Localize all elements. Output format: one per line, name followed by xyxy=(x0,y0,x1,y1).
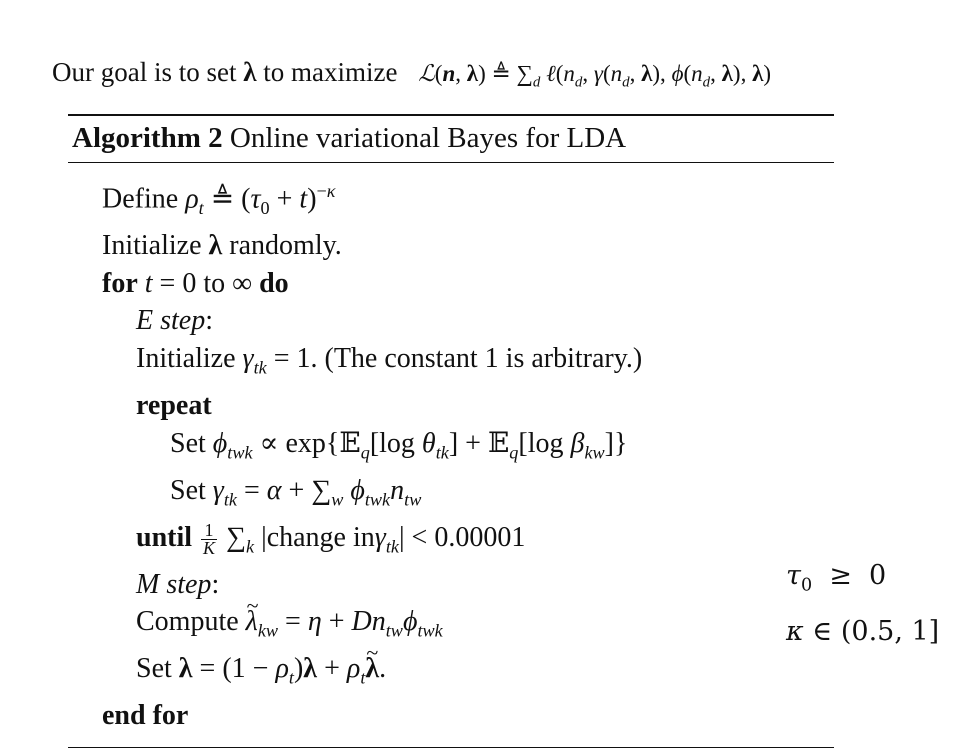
goal-text: Our goal is to set λ to maximize xyxy=(52,57,398,87)
algorithm-title: Algorithm 2 Online variational Bayes for… xyxy=(68,116,834,163)
algo-line-set-phi: Set ϕtwk ∝ exp{𝔼q[log θtk] + 𝔼q[log βkw]… xyxy=(170,427,628,463)
algorithm-box: Algorithm 2 Online variational Bayes for… xyxy=(68,114,834,748)
algo-line-repeat: repeat xyxy=(136,390,212,422)
algorithm-name: Online variational Bayes for LDA xyxy=(229,122,627,154)
algo-line-end-for: end for xyxy=(102,700,189,732)
algo-line-init-gamma: Initialize γtk = 1. (The constant 1 is a… xyxy=(136,342,643,378)
side-note-tau: τ0 ≥ 0 xyxy=(786,560,887,596)
objective-formula: ℒ(n, λ) ≜ ∑d ℓ(nd, γ(nd, λ), ϕ(nd, λ), λ… xyxy=(418,61,772,91)
algo-line-e-step: E step: xyxy=(136,305,213,337)
algo-line-for: for t = 0 to ∞ do xyxy=(102,267,289,299)
algo-line-set-gamma: Set γtk = α + ∑w ϕtwkntw xyxy=(170,474,422,510)
algo-line-m-step: M step: xyxy=(136,568,220,600)
goal-statement: Our goal is to set λ to maximize ℒ(n, λ)… xyxy=(52,52,771,103)
algo-line-set-lambda: Set λ = (1 − ρt)λ + ρtλ. xyxy=(136,635,834,697)
algo-line-compute-lambda-tilde: Compute λkw = η + Dntwϕtwk xyxy=(136,588,834,650)
side-note-kappa: κ ∈ (0.5, 1] xyxy=(786,616,940,647)
algorithm-number: Algorithm 2 xyxy=(72,122,223,154)
algorithm-body: Define ρt ≜ (τ0 + t)−κ Initialize λ rand… xyxy=(68,163,834,747)
algo-line-init-lambda: Initialize λ randomly. xyxy=(102,230,342,262)
algo-line-define-rho: Define ρt ≜ (τ0 + t)−κ xyxy=(102,181,336,218)
